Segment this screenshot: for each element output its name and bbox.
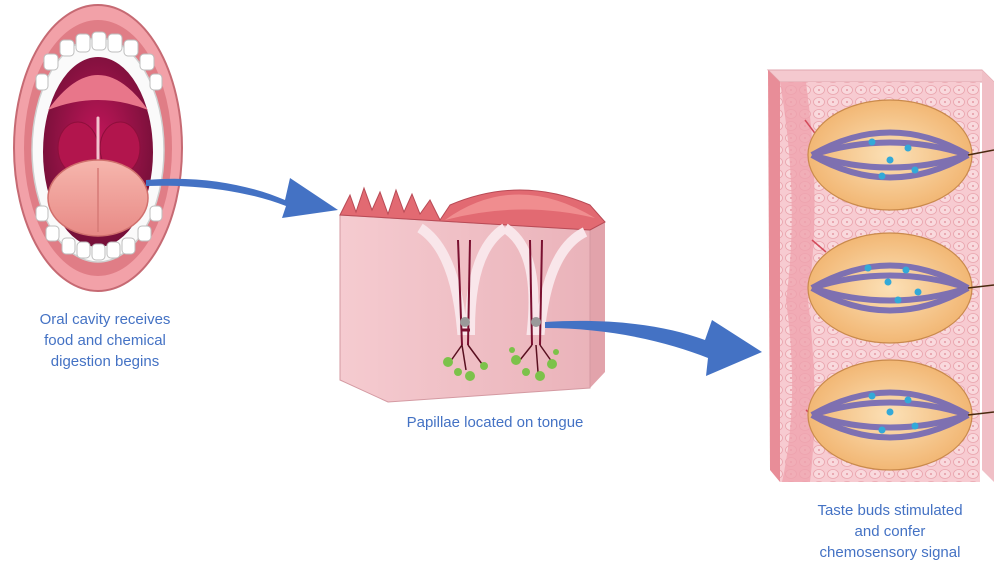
oral-cavity-illustration xyxy=(14,5,182,291)
caption-oral-cavity: Oral cavity receives food and chemical d… xyxy=(10,309,200,372)
caption-taste-buds-line-2: and confer xyxy=(790,521,990,542)
caption-oral-cavity-line-2: food and chemical xyxy=(10,330,200,351)
papillae-illustration xyxy=(340,188,605,402)
caption-taste-buds-line-3: chemosensory signal xyxy=(790,542,990,563)
taste-bud-bottom xyxy=(808,360,972,470)
caption-papillae-line-1: Papillae located on tongue xyxy=(370,412,620,433)
caption-oral-cavity-line-3: digestion begins xyxy=(10,351,200,372)
caption-papillae: Papillae located on tongue xyxy=(370,412,620,433)
taste-bud-middle xyxy=(808,233,972,343)
caption-taste-buds-line-1: Taste buds stimulated xyxy=(790,500,990,521)
taste-bud-top xyxy=(808,100,972,210)
caption-oral-cavity-line-1: Oral cavity receives xyxy=(10,309,200,330)
taste-bud-tissue-illustration xyxy=(768,70,994,482)
caption-taste-buds: Taste buds stimulated and confer chemose… xyxy=(790,500,990,563)
